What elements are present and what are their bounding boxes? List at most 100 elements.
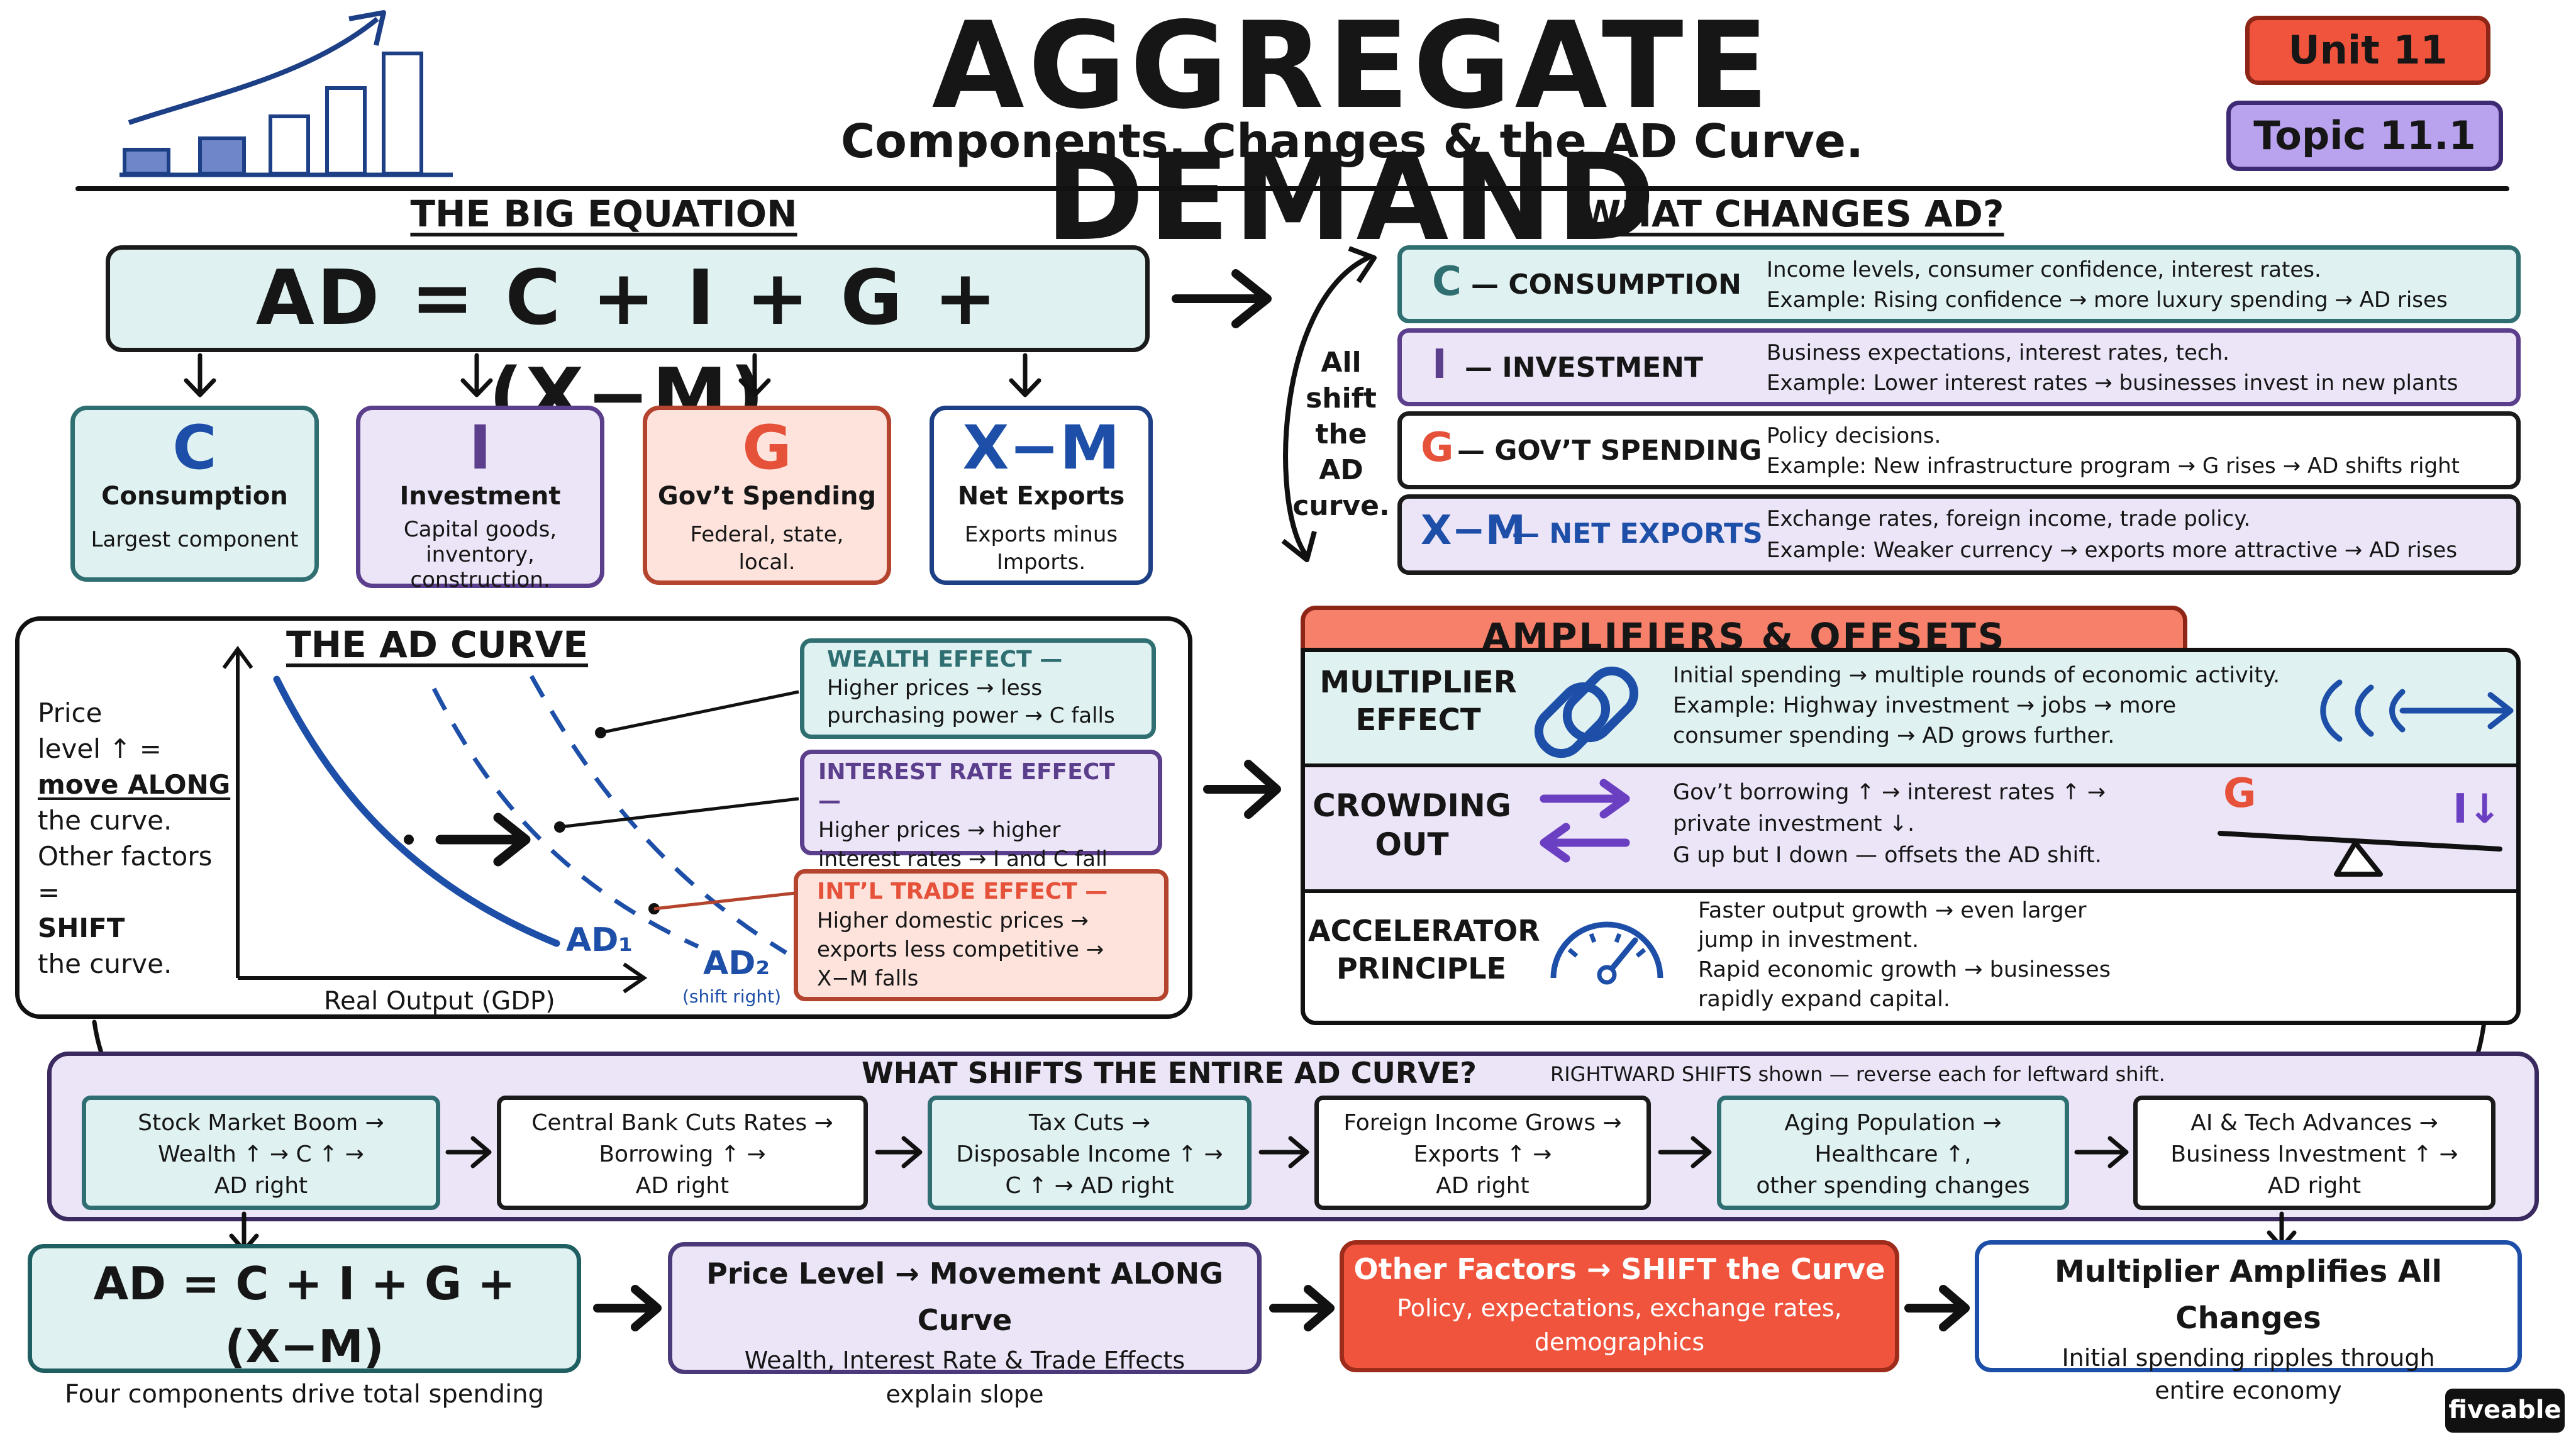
change-letter-g: G <box>1421 425 1454 471</box>
effect-text: X−M falls <box>817 966 919 991</box>
shift-item-foreign-income: Foreign Income Grows →Exports ↑ →AD righ… <box>1314 1096 1651 1210</box>
side-text-line: move ALONG <box>38 769 231 800</box>
shift-item-aging-population: Aging Population →Healthcare ↑,other spe… <box>1717 1096 2069 1210</box>
summary-text: Wealth, Interest Rate & Trade Effects <box>744 1346 1185 1374</box>
change-letter-c: C <box>1432 258 1462 305</box>
side-text-line: SHIFT <box>38 913 125 943</box>
ad-curve-panel <box>15 616 1192 1019</box>
effect-title: WEALTH EFFECT — <box>827 647 1063 672</box>
component-letter-i: I <box>469 413 492 483</box>
summary-movement-along: Price Level → Movement ALONG Curve Wealt… <box>668 1242 1262 1408</box>
shift-item-central-bank: Central Bank Cuts Rates →Borrowing ↑ →AD… <box>497 1096 868 1210</box>
page-subtitle: Components, Changes & the AD Curve. <box>840 114 1864 169</box>
summary-title: Other Factors → SHIFT the Curve <box>1353 1252 1885 1286</box>
component-name-i: Investment <box>399 482 561 511</box>
side-text-line: Price <box>38 697 103 728</box>
seesaw-i-label: I↓ <box>2453 786 2502 833</box>
change-row-c: C — CONSUMPTION Income levels, consumer … <box>1397 245 2521 323</box>
effect-text: purchasing power → C falls <box>827 703 1115 728</box>
growth-chart-icon <box>119 10 453 177</box>
ad1-label: AD₁ <box>566 921 633 959</box>
ad2-label: AD₂ <box>703 945 770 982</box>
component-card-g: G Gov’t Spending Federal, state, local. <box>643 406 891 585</box>
effect-title: INTEREST RATE EFFECT — <box>818 759 1115 814</box>
component-card-i: I Investment Capital goods, inventory, c… <box>356 406 604 592</box>
header-divider <box>75 186 2509 191</box>
multiplier-row <box>1305 652 2516 767</box>
change-letter-xm: X−M <box>1421 508 1526 554</box>
ad-curve-side-text: Price level ↑ = move ALONG the curve. Ot… <box>38 695 239 982</box>
summary-equation: AD = C + I + G + (X−M) Four components d… <box>28 1244 581 1409</box>
accelerator-row <box>1305 893 2516 1021</box>
change-name-c: — CONSUMPTION <box>1471 269 1741 301</box>
summary-shift-curve: Other Factors → SHIFT the Curve Policy, … <box>1340 1240 1899 1372</box>
summary-title: AD = C + I + G + (X−M) <box>93 1257 516 1373</box>
change-row-g: G — GOV’T SPENDING Policy decisions. Exa… <box>1397 411 2521 489</box>
component-letter-xm: X−M <box>962 413 1120 483</box>
side-text-line: the curve. <box>38 948 172 979</box>
interest-rate-effect-box: INTEREST RATE EFFECT — Higher prices → h… <box>800 750 1162 872</box>
x-axis <box>238 962 648 994</box>
swap-arrows-icon <box>1540 779 1630 863</box>
change-line2-g: Example: New infrastructure program → G … <box>1767 453 2460 479</box>
amplifiers-panel <box>1301 648 2521 1025</box>
component-card-xm: X−M Net Exports Exports minus Imports. <box>930 406 1153 585</box>
summary-text: entire economy <box>2155 1377 2342 1404</box>
seesaw-icon <box>2218 831 2502 877</box>
change-line2-xm: Example: Weaker currency → exports more … <box>1767 538 2458 563</box>
unit-badge-label: Unit 11 <box>2288 27 2448 73</box>
page-title: AGGREGATE DEMAND <box>931 0 1773 267</box>
change-letter-i: I <box>1432 341 1447 388</box>
effect-text: Higher domestic prices → <box>817 908 1089 933</box>
x-axis-label: Real Output (GDP) <box>324 987 555 1016</box>
changes-side-note: All shift the AD curve. <box>1292 347 1390 522</box>
component-letter-g: G <box>742 413 792 483</box>
change-row-i: I — INVESTMENT Business expectations, in… <box>1397 328 2521 406</box>
wealth-effect-box: WEALTH EFFECT — Higher prices → less pur… <box>800 638 1156 739</box>
shift-item-stock-market: Stock Market Boom →Wealth ↑ → C ↑ →AD ri… <box>82 1096 440 1210</box>
component-desc-c: Largest component <box>91 527 299 552</box>
topic-badge-label: Topic 11.1 <box>2253 113 2476 158</box>
component-card-c: C Consumption Largest component <box>70 406 319 582</box>
component-letter-c: C <box>172 413 217 483</box>
shifts-note: RIGHTWARD SHIFTS shown — reverse each fo… <box>1550 1062 2165 1086</box>
chain-link-icon <box>1534 666 1639 758</box>
seesaw-g-label: G <box>2223 770 2257 817</box>
component-desc-xm: Exports minus Imports. <box>964 522 1118 575</box>
summary-multiplier: Multiplier Amplifies All Changes Initial… <box>1975 1240 2522 1404</box>
ad1-curve <box>273 675 560 947</box>
fiveable-logo: fiveable <box>2445 1389 2565 1433</box>
summary-text: explain slope <box>886 1380 1044 1408</box>
change-name-i: — INVESTMENT <box>1465 352 1704 384</box>
change-row-xm: X−M — NET EXPORTS Exchange rates, foreig… <box>1397 494 2521 575</box>
component-name-g: Gov’t Spending <box>657 482 877 511</box>
summary-text: Four components drive total spending <box>65 1380 544 1409</box>
big-equation-box: AD = C + I + G + (X−M) <box>106 245 1150 440</box>
shift-item-ai-tech: AI & Tech Advances →Business Investment … <box>2133 1096 2496 1210</box>
component-name-c: Consumption <box>101 482 288 511</box>
change-line2-i: Example: Lower interest rates → business… <box>1767 370 2458 396</box>
change-name-xm: — NET EXPORTS <box>1512 518 1763 550</box>
effect-text: Higher prices → higher <box>818 818 1061 843</box>
side-text-line: the curve. <box>38 805 172 836</box>
big-equation-heading: THE BIG EQUATION <box>410 192 797 235</box>
ripple-arrow-icon <box>2320 679 2514 742</box>
ad2-curve-dashed <box>431 687 699 949</box>
ad2-note: (shift right) <box>682 986 781 1007</box>
effect-title: INT’L TRADE EFFECT — <box>817 879 1108 904</box>
change-line1-g: Policy decisions. <box>1767 423 1941 448</box>
summary-text: demographics <box>1534 1328 1705 1356</box>
y-axis <box>222 645 253 978</box>
summary-title: Multiplier Amplifies All Changes <box>2055 1254 2442 1336</box>
shift-arrow <box>435 813 531 867</box>
summary-title: Price Level → Movement ALONG Curve <box>706 1257 1223 1337</box>
change-line2-c: Example: Rising confidence → more luxury… <box>1767 287 2448 313</box>
